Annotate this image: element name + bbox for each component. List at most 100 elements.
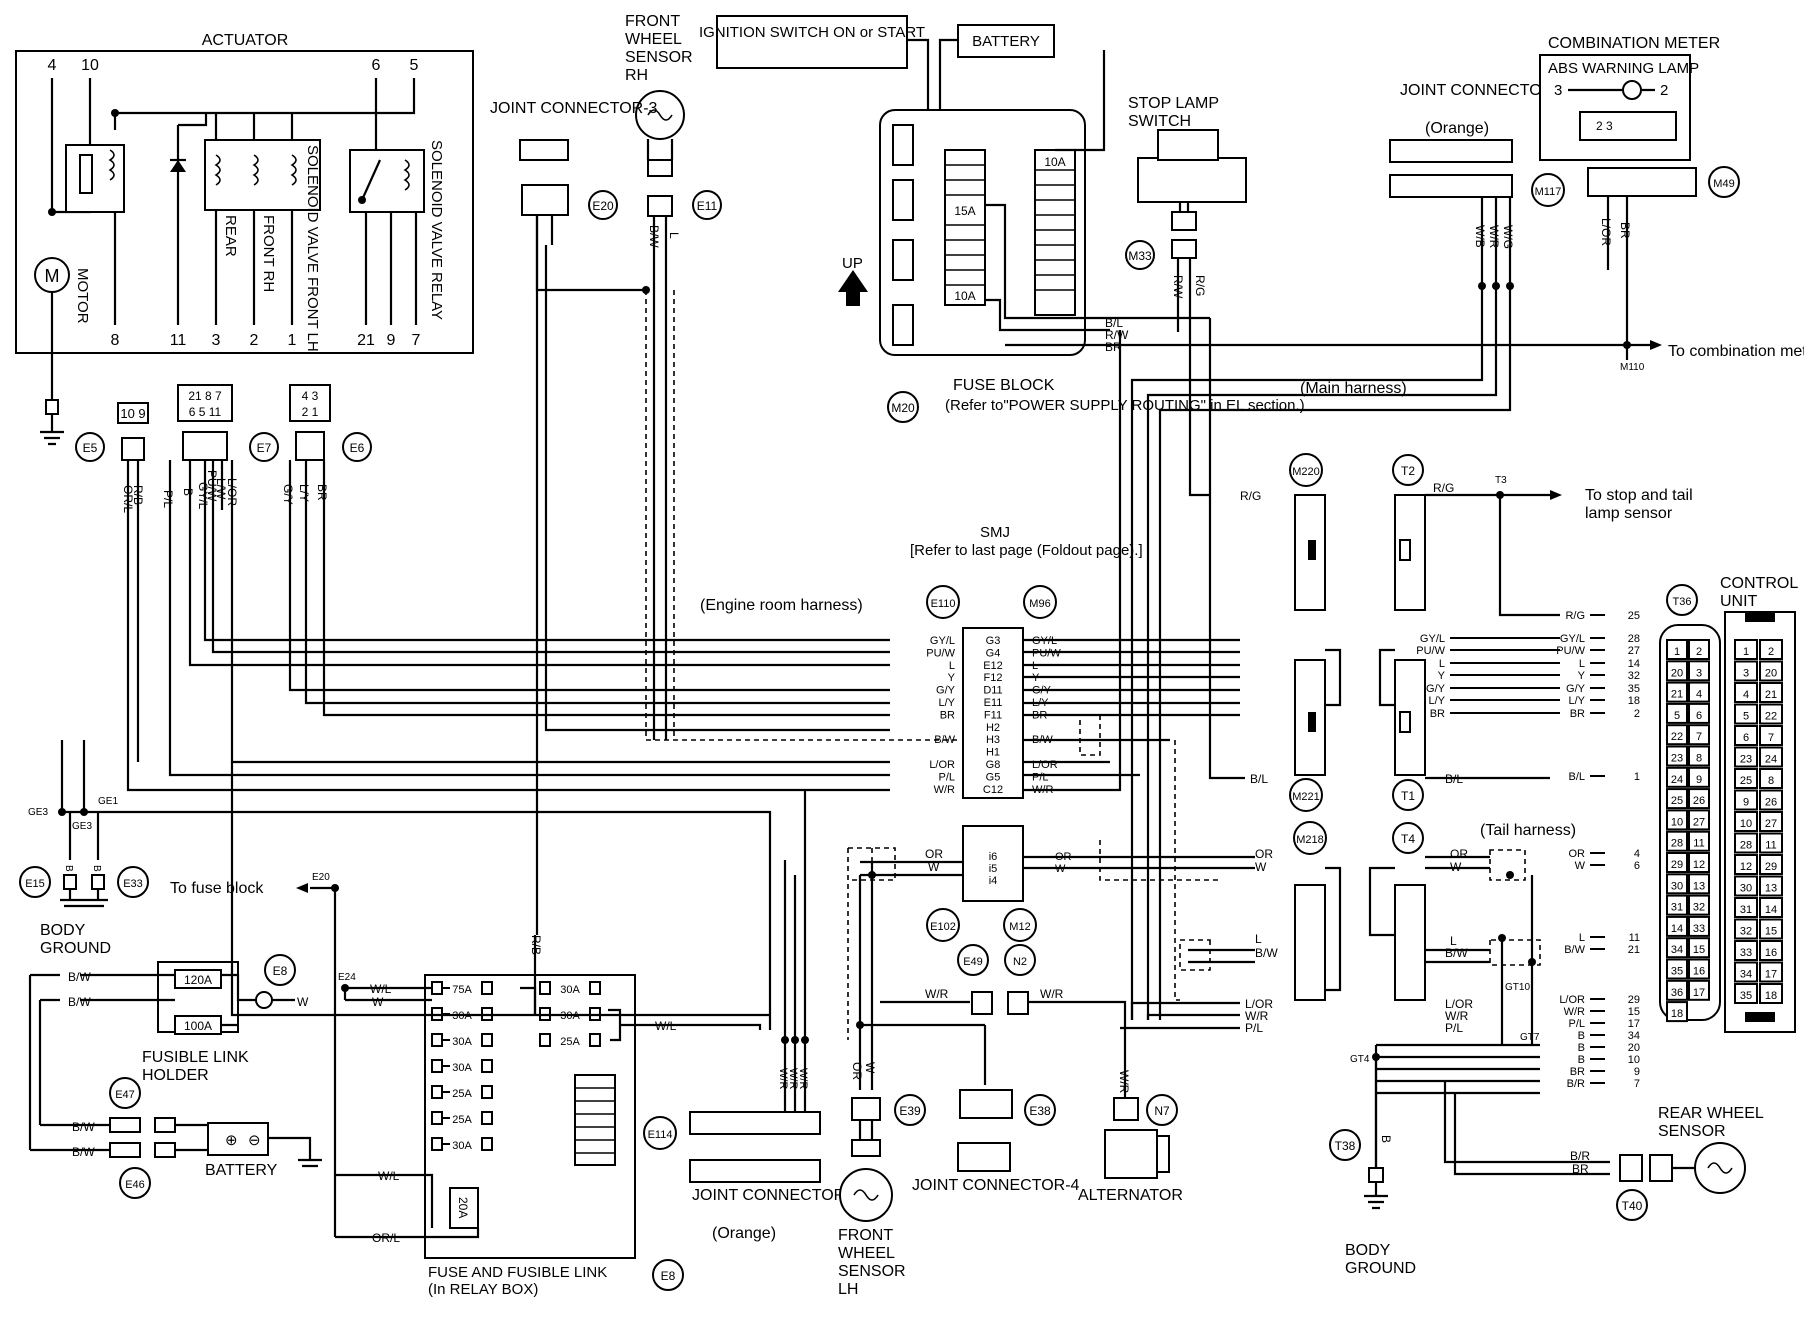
cu-wire: B/L	[1568, 771, 1585, 783]
m218-wire-l: L	[1255, 932, 1262, 946]
cu-pin-number: 14	[1765, 904, 1777, 916]
t2-id: T2	[1401, 464, 1415, 478]
cu-pin-cell	[1734, 768, 1758, 789]
up-label: UP	[842, 255, 863, 272]
jc4-label: JOINT CONNECTOR-4	[912, 1177, 1080, 1194]
relay-fuse-terminal	[589, 1033, 601, 1047]
m221-wire: B/L	[1250, 772, 1268, 786]
relay-box-label: FUSE AND FUSIBLE LINK(In RELAY BOX)	[428, 1264, 607, 1298]
t1-id: T1	[1401, 789, 1415, 803]
relay-fuse-rating: 25A	[452, 1114, 472, 1126]
e39-wire-w: W	[863, 1062, 877, 1074]
t36-pin-cell	[1688, 958, 1710, 980]
cu-pin-cell	[1759, 897, 1783, 918]
e15-id: E15	[25, 878, 45, 890]
e5-id: E5	[83, 441, 98, 455]
m49-wire-br: BR	[1618, 222, 1632, 239]
connector-t4: T4 (Tail harness) OR W L B/W L/OR W/R P/…	[1368, 822, 1576, 1045]
fuse-block: 15A 10A 10A UP M20 FUSE BLOCK (Refer to"…	[838, 50, 1630, 423]
fuse-10a-upper: 10A	[1044, 155, 1065, 169]
cu-pin-cell	[1734, 682, 1758, 703]
cu-pin-cell	[1759, 832, 1783, 854]
cu-wire: L/OR	[1559, 994, 1585, 1006]
t36-pin-number: 23	[1671, 753, 1683, 765]
relay-fuse-rating: 30A	[560, 984, 580, 996]
cu-pin-number: 13	[1765, 883, 1777, 895]
relay-fuse-terminal	[481, 1137, 493, 1151]
e114-wire-2: W/R	[787, 1068, 799, 1089]
t3-id: T3	[1495, 475, 1507, 486]
cu-pin-cell	[1734, 660, 1758, 682]
cu-pin: 15	[1628, 1006, 1640, 1018]
t36-pin-number: 2	[1696, 646, 1702, 658]
t36-pin-number: 5	[1674, 710, 1680, 722]
joint-connector-4: E38 JOINT CONNECTOR-4	[912, 1025, 1080, 1194]
n7-id: N7	[1154, 1104, 1170, 1118]
cu-pin: 32	[1628, 670, 1640, 682]
jc6-color: (Orange)	[712, 1225, 776, 1242]
joint-connector-6: W/R W/R W/R E114 JOINT CONNECTOR-6 (Oran…	[643, 790, 860, 1242]
cu-pin-number: 21	[1765, 689, 1777, 701]
battery-top-label: BATTERY	[972, 33, 1040, 50]
actuator-pin: 9	[387, 332, 396, 349]
smj-left-wire: P/L	[938, 771, 955, 783]
cu-pin-cell	[1759, 660, 1783, 682]
e46-id: E46	[125, 1179, 145, 1191]
cu-wire: L/Y	[1568, 695, 1585, 707]
cu-pin-cell	[1734, 961, 1758, 983]
cu-pin-cell	[1759, 918, 1783, 940]
t36-pin-cell	[1688, 894, 1710, 916]
cu-wire: PU/W	[1556, 645, 1585, 657]
t36-pin-cell	[1666, 1001, 1688, 1023]
smj-pin: G5	[986, 771, 1001, 783]
cu-pin-number: 6	[1743, 732, 1749, 744]
t36-pin-number: 20	[1671, 667, 1683, 679]
actuator-pin: 5	[410, 57, 419, 74]
cu-pin: 1	[1634, 771, 1640, 783]
smj-pin: G4	[986, 647, 1001, 659]
e24-id: E24	[338, 972, 356, 983]
actuator-pin: 4	[48, 57, 57, 74]
smj-left-wire: L/Y	[938, 697, 955, 709]
cu-pin: 35	[1628, 683, 1640, 695]
bw-wire-4: B/W	[72, 1145, 95, 1159]
e15-wire-b: B	[63, 865, 74, 872]
cu-pin-number: 33	[1740, 947, 1752, 959]
engine-room-label: (Engine room harness)	[700, 597, 863, 614]
smj-pin: D11	[983, 685, 1002, 697]
cu-left-wire: L/Y	[1428, 695, 1445, 707]
smj-left-wire: L	[949, 660, 955, 672]
t36-pin-cell	[1666, 745, 1688, 767]
e7-wire-pl: P/L	[161, 490, 175, 508]
sl-wire-rw: R/W	[1171, 275, 1185, 299]
bw-wire-1: B/W	[68, 970, 91, 984]
t4-id: T4	[1401, 832, 1415, 846]
m117-wire-3: W/G	[1501, 225, 1515, 249]
m218-wire-wr: W/R	[1245, 1009, 1269, 1023]
cu-pin-number: 16	[1765, 947, 1777, 959]
cu-pin-cell	[1734, 918, 1758, 940]
t36-pin-cell	[1666, 788, 1688, 810]
cu-left-wire: G/Y	[1426, 683, 1446, 695]
e38-id: E38	[1029, 1104, 1051, 1118]
e8-id-a: E8	[273, 964, 288, 978]
cu-pin: 28	[1628, 633, 1640, 645]
cu-pin: 14	[1628, 658, 1640, 670]
cu-wire: BR	[1570, 708, 1585, 720]
cu-pin-number: 3	[1743, 668, 1749, 680]
actuator-pin: 3	[212, 332, 221, 349]
t36-pin-number: 11	[1693, 838, 1704, 850]
jc6-label: JOINT CONNECTOR-6	[692, 1187, 860, 1204]
cu-pin-number: 25	[1740, 775, 1752, 787]
e5-wire-rb: R/B	[131, 485, 145, 505]
smj-left-wire: B/W	[934, 734, 955, 746]
relay-fuse-terminal	[431, 981, 443, 995]
ge1-id: GE1	[98, 796, 118, 807]
t36-pin-number: 24	[1671, 774, 1683, 786]
relay-fuse-rating: 25A	[560, 1036, 580, 1048]
cu-pin-cell	[1759, 768, 1783, 789]
m117-wire-1: W/B	[1473, 225, 1487, 248]
